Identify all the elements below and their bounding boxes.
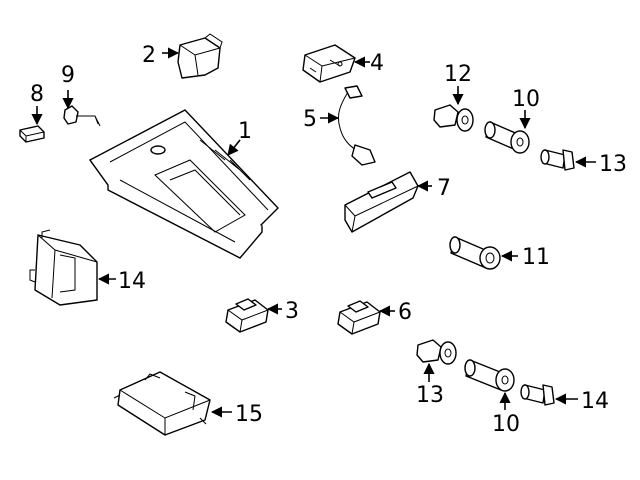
part-12-top-grommet: [433, 104, 474, 132]
part-13-top-bolt: [540, 149, 575, 171]
part-8-clip: [19, 125, 45, 143]
part-10-top-bushing: [484, 121, 530, 154]
leader-arrow-1: [227, 139, 241, 156]
callout-5: 5: [303, 107, 317, 132]
callout-6: 6: [398, 300, 412, 325]
callout-12-top: 12: [444, 62, 472, 87]
part-13-bottom-bolt: [520, 384, 555, 406]
callout-13-top: 13: [599, 152, 627, 177]
part-1-console-tray: [89, 109, 279, 259]
callout-8: 8: [30, 82, 44, 107]
callout-15: 15: [235, 402, 263, 427]
callout-7: 7: [437, 176, 451, 201]
callout-4: 4: [370, 51, 384, 76]
part-10-bottom-bushing: [464, 359, 515, 392]
callout-11: 11: [522, 245, 550, 270]
callout-3: 3: [285, 299, 299, 324]
part-2-connector: [177, 33, 223, 79]
callout-13-bottom: 14: [581, 389, 609, 414]
part-7-switch-panel: [344, 171, 419, 233]
part-15-control-module: [113, 371, 211, 436]
part-3-switch: [225, 298, 269, 333]
part-4-module: [302, 44, 356, 83]
part-11-bushing: [449, 236, 501, 270]
callout-12-bottom: 13: [416, 383, 444, 408]
callout-10-bottom: 10: [492, 412, 520, 437]
part-9-bracket: [63, 105, 101, 127]
callout-14: 14: [118, 269, 146, 294]
callout-labels: 2 1 4 5 7 8 9 12 10 13 11 14 3 6 13 10 1…: [30, 43, 627, 437]
callout-2: 2: [142, 43, 156, 68]
part-6-switch: [337, 300, 381, 335]
part-14-control-module: [29, 229, 98, 306]
callout-1: 1: [238, 119, 252, 144]
part-12-bottom-grommet: [416, 339, 457, 365]
callout-9: 9: [61, 63, 75, 88]
callout-10-top: 10: [512, 87, 540, 112]
part-5-wire-harness: [337, 85, 376, 166]
leader-arrows: [31, 47, 596, 418]
